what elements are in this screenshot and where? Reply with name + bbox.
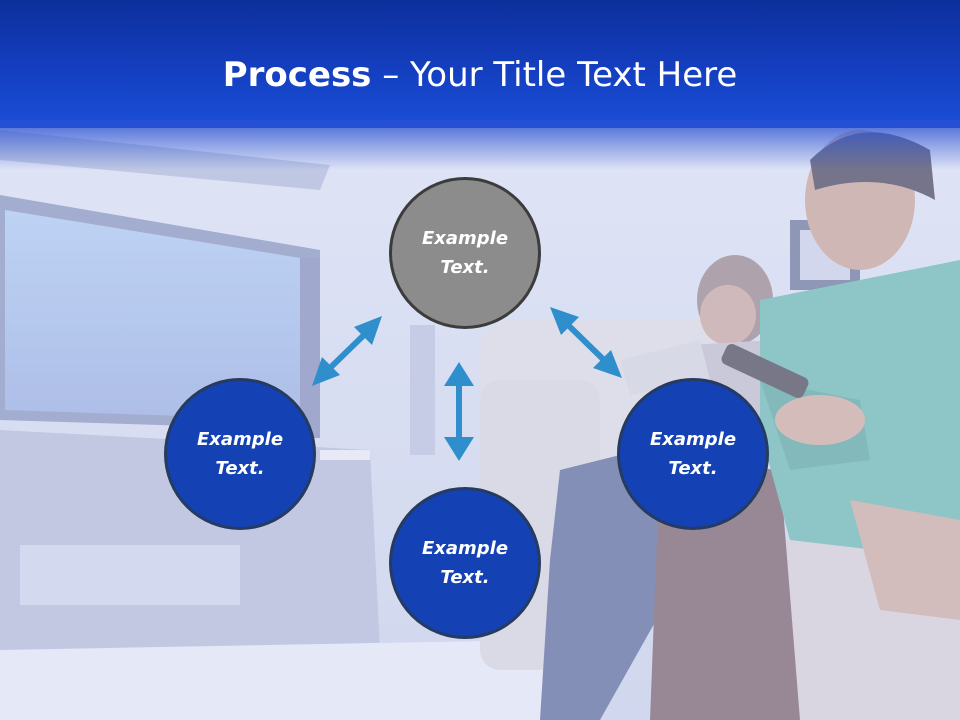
arrowhead — [444, 362, 474, 386]
node-left-text: Example Text. — [196, 429, 284, 479]
arrowhead — [550, 307, 579, 335]
arrow-top-left — [327, 330, 369, 371]
node-right-text: Example Text. — [649, 429, 737, 479]
header-bar — [0, 0, 960, 128]
title-rest: – Your Title Text Here — [371, 55, 738, 95]
arrowhead — [444, 437, 474, 461]
header-fade — [0, 120, 960, 170]
node-bottom: Example Text. — [389, 487, 541, 639]
arrow-top-right — [563, 320, 609, 365]
arrowhead — [354, 316, 382, 345]
node-left: Example Text. — [164, 378, 316, 530]
arrowhead — [593, 350, 622, 378]
node-bottom-text: Example Text. — [421, 538, 509, 588]
slide-title: Process – Your Title Text Here — [0, 50, 960, 100]
node-right: Example Text. — [617, 378, 769, 530]
node-top: Example Text. — [389, 177, 541, 329]
arrowhead — [312, 357, 340, 386]
title-bold: Process — [222, 55, 372, 95]
node-top-text: Example Text. — [421, 228, 509, 278]
